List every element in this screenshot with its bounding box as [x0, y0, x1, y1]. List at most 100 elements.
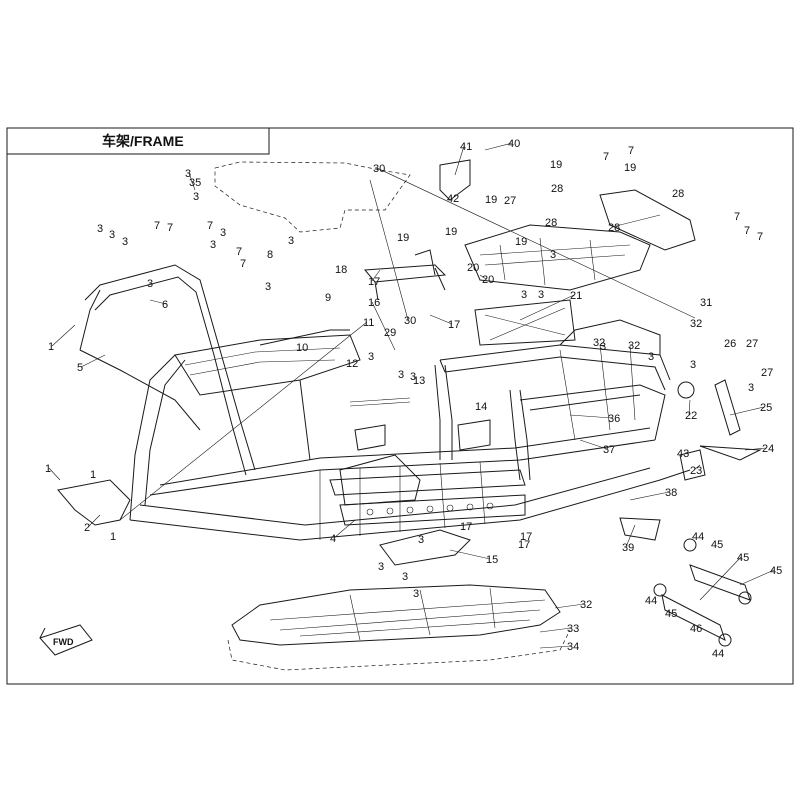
callout-label: 31 — [700, 297, 712, 309]
callout-label: 3 — [410, 371, 416, 383]
callout-label: 21 — [570, 290, 582, 302]
callout-label: 43 — [677, 448, 689, 460]
callout-label: 3 — [368, 351, 374, 363]
callout-label: 10 — [296, 342, 308, 354]
callout-label: 3 — [193, 191, 199, 203]
callout-label: 32 — [593, 337, 605, 349]
callout-label: 15 — [486, 554, 498, 566]
callout-leader-line — [629, 491, 670, 501]
callout-leader-line — [87, 514, 101, 528]
callout-label: 37 — [603, 444, 615, 456]
callout-leader-line — [371, 301, 396, 351]
callout-leader-line — [80, 354, 106, 368]
callout-label: 7 — [236, 246, 242, 258]
callout-label: 26 — [724, 338, 736, 350]
callout-label: 3 — [402, 571, 408, 583]
callout-leader-line — [333, 519, 356, 539]
callout-label: 3 — [147, 278, 153, 290]
callout-label: 28 — [545, 217, 557, 229]
title-box — [6, 127, 270, 155]
callout-label: 3 — [97, 223, 103, 235]
callout-label: 19 — [397, 232, 409, 244]
callout-label: 3 — [109, 229, 115, 241]
callout-label: 45 — [665, 608, 677, 620]
callout-label: 20 — [482, 274, 494, 286]
callout-label: 11 — [363, 317, 374, 329]
callout-label: 19 — [485, 194, 497, 206]
fwd-label: FWD — [53, 637, 74, 647]
callout-label: 24 — [762, 443, 774, 455]
callout-leader-line — [429, 314, 453, 325]
callout-label: 32 — [580, 599, 592, 611]
callout-leader-line — [188, 172, 196, 191]
callout-label: 7 — [240, 258, 246, 270]
callout-label: 33 — [567, 623, 579, 635]
callout-leader-line — [149, 299, 167, 305]
callout-label: 7 — [167, 222, 173, 234]
callout-label: 35 — [189, 177, 201, 189]
callout-label: 3 — [288, 235, 294, 247]
callout-label: 1 — [45, 463, 51, 475]
callout-label: 19 — [515, 236, 527, 248]
callout-label: 3 — [220, 227, 226, 239]
callout-label: 41 — [460, 141, 472, 153]
callout-label: 17 — [520, 531, 532, 543]
callout-label: 27 — [761, 367, 773, 379]
diagram-border — [6, 127, 794, 685]
callout-label: 3 — [378, 561, 384, 573]
callout-label: 45 — [711, 539, 723, 551]
callout-label: 12 — [346, 358, 358, 370]
callout-label: 28 — [608, 222, 620, 234]
callout-label: 22 — [685, 410, 697, 422]
skid-plate-drawing — [227, 584, 571, 671]
callout-leader-line — [729, 406, 765, 416]
main-frame-drawing — [79, 264, 691, 541]
callout-label: 17 — [460, 521, 472, 533]
callout-leader-line — [51, 324, 76, 347]
callout-label: 3 — [265, 281, 271, 293]
callout-leader-line — [554, 603, 585, 609]
callout-label: 23 — [690, 465, 702, 477]
callout-label: 3 — [521, 289, 527, 301]
callout-label: 7 — [207, 220, 213, 232]
callout-label: 4 — [330, 533, 336, 545]
page-title: 车架/FRAME — [102, 133, 184, 149]
callout-label: 19 — [624, 162, 636, 174]
callout-label: 1 — [110, 531, 116, 543]
callout-label: 44 — [645, 595, 657, 607]
callout-label: 13 — [413, 375, 425, 387]
callout-label: 28 — [551, 183, 563, 195]
callout-label: 20 — [467, 262, 479, 274]
callout-label: 29 — [384, 327, 396, 339]
callout-label: 7 — [154, 220, 160, 232]
callout-label: 3 — [538, 289, 544, 301]
callout-leader-line — [376, 167, 696, 319]
callout-label: 18 — [335, 264, 347, 276]
callout-label: 45 — [737, 552, 749, 564]
callout-label: 32 — [690, 318, 702, 330]
callout-label: 3 — [122, 236, 128, 248]
callout-leader-line — [569, 414, 613, 419]
callout-label: 7 — [628, 145, 634, 157]
rear-mount-drawing — [619, 379, 762, 541]
callout-label: 3 — [418, 534, 424, 546]
callout-label: 2 — [84, 522, 90, 534]
callout-leader-line — [539, 627, 572, 633]
fwd-direction-arrow: FWD — [39, 624, 93, 656]
callout-leader-line — [48, 467, 61, 481]
callout-leader-line — [371, 269, 381, 282]
callout-label: 14 — [475, 401, 487, 413]
callout-label: 27 — [504, 195, 516, 207]
callout-label: 5 — [77, 362, 83, 374]
top-bracket-drawing — [439, 159, 471, 201]
callout-leader-line — [539, 645, 572, 649]
callout-label: 3 — [600, 341, 606, 353]
callout-label: 32 — [628, 340, 640, 352]
callout-label: 3 — [413, 588, 419, 600]
callout-leader-line — [739, 569, 775, 586]
callout-label: 39 — [622, 542, 634, 554]
callout-leader-line — [699, 556, 742, 601]
callout-leader-line — [449, 549, 491, 560]
callout-leader-line — [688, 399, 691, 416]
